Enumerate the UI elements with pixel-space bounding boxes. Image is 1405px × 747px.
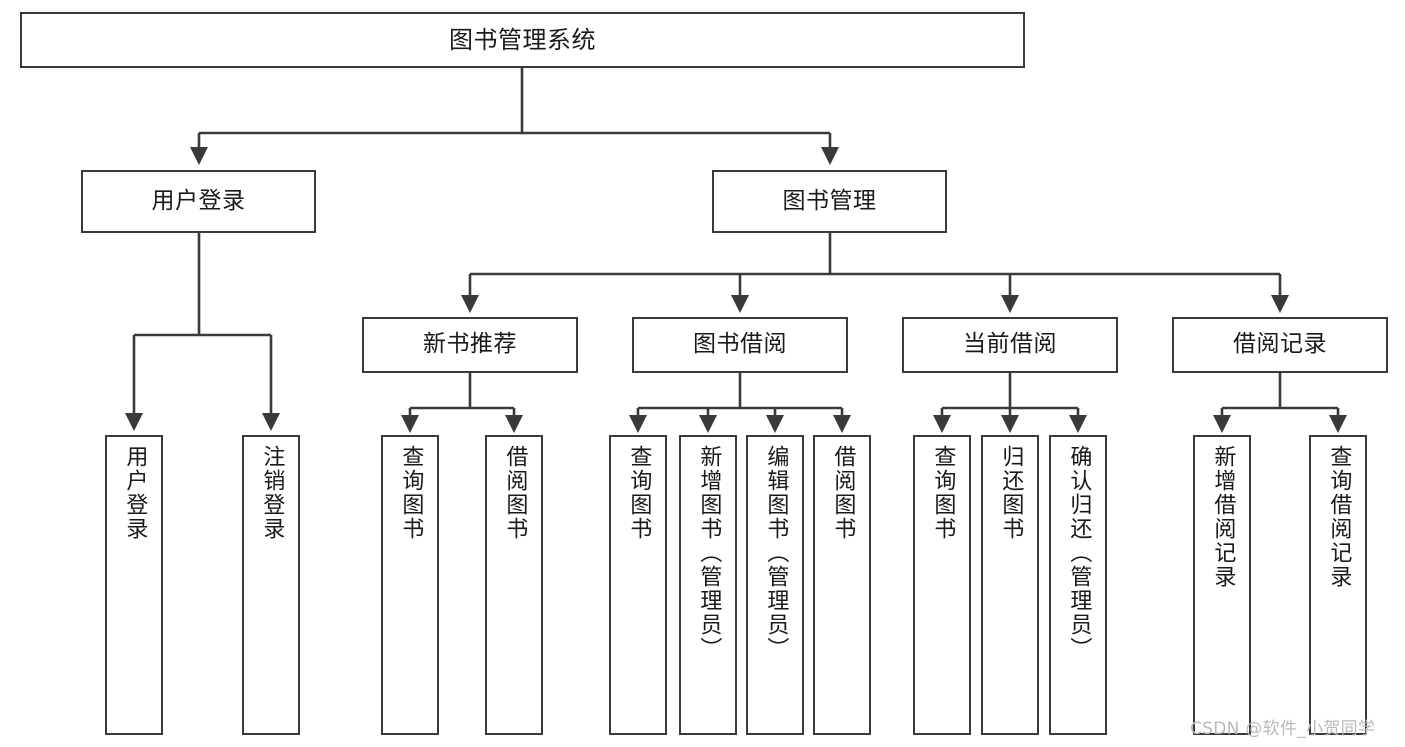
node-borrow-records[interactable]: 借阅记录 bbox=[1172, 317, 1388, 373]
leaf-return-books[interactable]: 归还图书 bbox=[981, 435, 1039, 735]
node-current-borrowing[interactable]: 当前借阅 bbox=[902, 317, 1118, 373]
node-label: 新书推荐 bbox=[423, 331, 517, 358]
leaf-query-books-current[interactable]: 查询图书 bbox=[913, 435, 971, 735]
node-label: 查询借阅记录 bbox=[1326, 445, 1352, 589]
node-user-login[interactable]: 用户登录 bbox=[81, 170, 316, 233]
node-book-borrowing[interactable]: 图书借阅 bbox=[632, 317, 848, 373]
node-label: 当前借阅 bbox=[963, 331, 1057, 358]
node-label: 编辑图书（管理员） bbox=[763, 445, 789, 661]
node-book-management-system[interactable]: 图书管理系统 bbox=[20, 12, 1025, 68]
leaf-query-borrow-record[interactable]: 查询借阅记录 bbox=[1309, 435, 1367, 735]
node-label: 图书管理 bbox=[782, 187, 877, 214]
node-label: 借阅记录 bbox=[1233, 331, 1327, 358]
leaf-logout-login[interactable]: 注销登录 bbox=[242, 435, 300, 735]
leaf-borrow-books-borrowing[interactable]: 借阅图书 bbox=[813, 435, 871, 735]
node-label: 查询图书 bbox=[626, 445, 652, 541]
node-label: 归还图书 bbox=[998, 445, 1024, 541]
leaf-query-books-borrowing[interactable]: 查询图书 bbox=[609, 435, 667, 735]
node-label: 新增借阅记录 bbox=[1210, 445, 1236, 589]
node-label: 新增图书（管理员） bbox=[696, 445, 722, 661]
node-label: 图书管理系统 bbox=[449, 25, 596, 54]
node-label: 用户登录 bbox=[151, 187, 246, 214]
leaf-add-book-admin[interactable]: 新增图书（管理员） bbox=[679, 435, 737, 735]
leaf-add-borrow-record[interactable]: 新增借阅记录 bbox=[1193, 435, 1251, 735]
node-label: 借阅图书 bbox=[830, 445, 856, 541]
csdn-watermark: CSDN @软件_小贺同学 bbox=[1190, 719, 1376, 739]
node-label: 查询图书 bbox=[930, 445, 956, 541]
leaf-edit-book-admin[interactable]: 编辑图书（管理员） bbox=[746, 435, 804, 735]
leaf-borrow-books-recommendation[interactable]: 借阅图书 bbox=[485, 435, 543, 735]
node-label: 用户登录 bbox=[122, 445, 148, 541]
node-label: 确认归还（管理员） bbox=[1066, 445, 1092, 661]
node-label: 图书借阅 bbox=[693, 331, 787, 358]
node-new-book-recommendation[interactable]: 新书推荐 bbox=[362, 317, 578, 373]
node-label: 注销登录 bbox=[259, 445, 285, 541]
leaf-user-login[interactable]: 用户登录 bbox=[105, 435, 163, 735]
node-book-management[interactable]: 图书管理 bbox=[712, 170, 947, 233]
leaf-confirm-return-admin[interactable]: 确认归还（管理员） bbox=[1049, 435, 1107, 735]
node-label: 查询图书 bbox=[398, 445, 424, 541]
leaf-query-books-recommendation[interactable]: 查询图书 bbox=[381, 435, 439, 735]
node-label: 借阅图书 bbox=[502, 445, 528, 541]
